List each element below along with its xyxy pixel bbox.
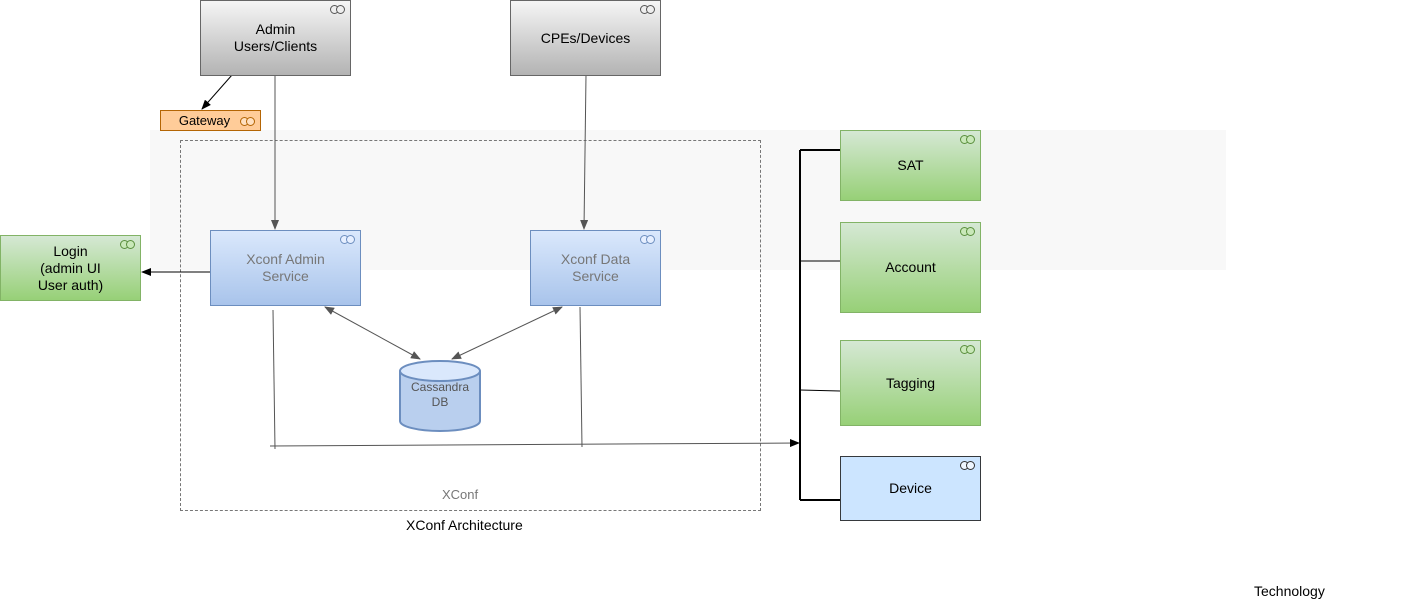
collaboration-icon <box>960 135 976 145</box>
gateway-label: Gateway <box>178 113 231 128</box>
edge-admin-service-cassandra <box>324 306 421 360</box>
collaboration-icon <box>960 461 976 471</box>
device-node[interactable]: Device <box>840 456 981 521</box>
cpes-devices-label: CPEs/Devices <box>540 29 631 46</box>
edge-data-service-cassandra <box>451 306 563 360</box>
account-label: Account <box>885 259 936 275</box>
admin-users-clients-label: Admin Users/Clients <box>233 21 318 54</box>
cassandra-db-label: Cassandra DB <box>410 380 470 409</box>
edge-admin-service-down <box>272 309 276 450</box>
edge-bus-to-external <box>269 439 800 448</box>
collaboration-icon <box>340 235 356 245</box>
collaboration-icon <box>640 235 656 245</box>
xconf-data-service-node[interactable]: Xconf Data Service <box>530 230 661 306</box>
tagging-label: Tagging <box>885 374 936 391</box>
collaboration-icon <box>120 240 136 250</box>
cassandra-db-cylinder <box>399 360 481 432</box>
xconf-group-boundary <box>180 140 761 511</box>
technology-label: Technology <box>1254 583 1325 599</box>
account-node[interactable]: Account <box>840 222 981 313</box>
architecture-title: XConf Architecture <box>406 517 523 533</box>
edge-data-service-down <box>579 306 583 448</box>
bracket-tagging <box>799 389 841 392</box>
xconf-admin-service-node[interactable]: Xconf Admin Service <box>210 230 361 306</box>
login-node[interactable]: Login (admin UI User auth) <box>0 235 141 301</box>
gateway-node[interactable]: Gateway <box>160 110 261 131</box>
cpes-devices-node[interactable]: CPEs/Devices <box>510 0 661 76</box>
xconf-admin-service-label: Xconf Admin Service <box>246 251 325 284</box>
collaboration-icon <box>640 5 656 15</box>
edge-admin-to-gateway <box>201 74 233 110</box>
xconf-group-label: XConf <box>442 487 479 502</box>
login-label: Login (admin UI User auth) <box>37 242 104 293</box>
collaboration-icon <box>960 345 976 355</box>
sat-label: SAT <box>897 157 924 173</box>
edge-cpes-to-data-service <box>580 74 589 230</box>
sat-node[interactable]: SAT <box>840 130 981 201</box>
cassandra-db-node[interactable]: Cassandra DB <box>400 378 480 412</box>
xconf-data-service-label: Xconf Data Service <box>560 251 631 284</box>
collaboration-icon <box>330 5 346 15</box>
device-label: Device <box>889 480 932 496</box>
collaboration-icon <box>240 117 256 127</box>
admin-users-clients-node[interactable]: Admin Users/Clients <box>200 0 351 76</box>
tagging-node[interactable]: Tagging <box>840 340 981 426</box>
collaboration-icon <box>960 227 976 237</box>
